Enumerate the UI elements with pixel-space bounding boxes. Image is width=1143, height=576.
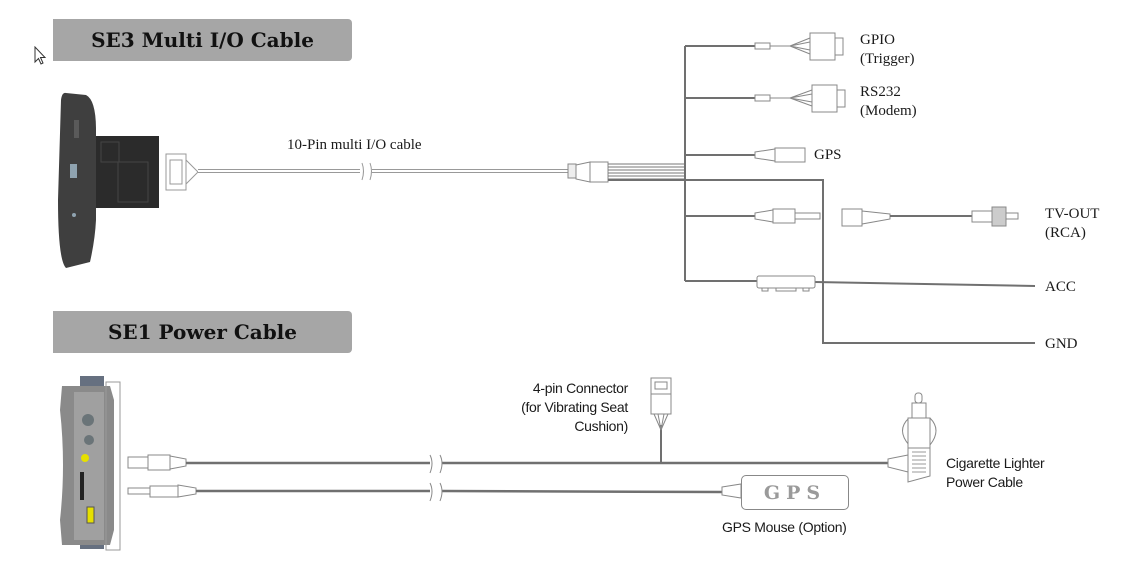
- acc-label: ACC: [1045, 279, 1076, 295]
- gps-mouse: GPS: [741, 475, 849, 510]
- se3-section-title: SE3 Multi I/O Cable: [53, 19, 352, 61]
- se1-device: [60, 376, 121, 551]
- gps-mouse-text: GPS: [763, 481, 827, 504]
- 10-pin-cable-label: 10-Pin multi I/O cable: [287, 137, 422, 153]
- tv-out-label: TV-OUT (RCA): [1045, 206, 1100, 241]
- gps-label: GPS: [814, 147, 842, 163]
- fanout-wires: [608, 45, 1036, 344]
- gnd-label: GND: [1045, 336, 1078, 352]
- se1-power-plug: [127, 454, 187, 471]
- gps-mouse-label: GPS Mouse (Option): [722, 519, 847, 535]
- cigarette-lighter-label: Cigarette Lighter Power Cable: [946, 455, 1045, 490]
- se1-audio-plug: [127, 484, 197, 498]
- db-connector: [165, 153, 199, 191]
- se1-section-title: SE1 Power Cable: [53, 311, 352, 353]
- gpio-connector: [754, 32, 844, 61]
- rs232-connector: [754, 84, 846, 113]
- gpio-label: GPIO (Trigger): [860, 32, 915, 67]
- four-pin-connector: [650, 377, 672, 431]
- four-pin-connector-label: 4-pin Connector (for Vibrating Seat Cush…: [521, 380, 628, 434]
- cigarette-lighter-plug: [887, 392, 937, 483]
- rs232-label: RS232 (Modem): [860, 84, 917, 119]
- mouse-pointer-icon: [34, 46, 47, 65]
- gps-jack: [754, 147, 806, 163]
- se3-device: [58, 92, 159, 268]
- cable-breaks: [429, 454, 443, 502]
- se1-cables: [186, 425, 888, 494]
- gps-mouse-strain-relief: [721, 483, 742, 499]
- acc-fuse-holder: [756, 275, 816, 292]
- tv-out-connectors: [754, 206, 1019, 227]
